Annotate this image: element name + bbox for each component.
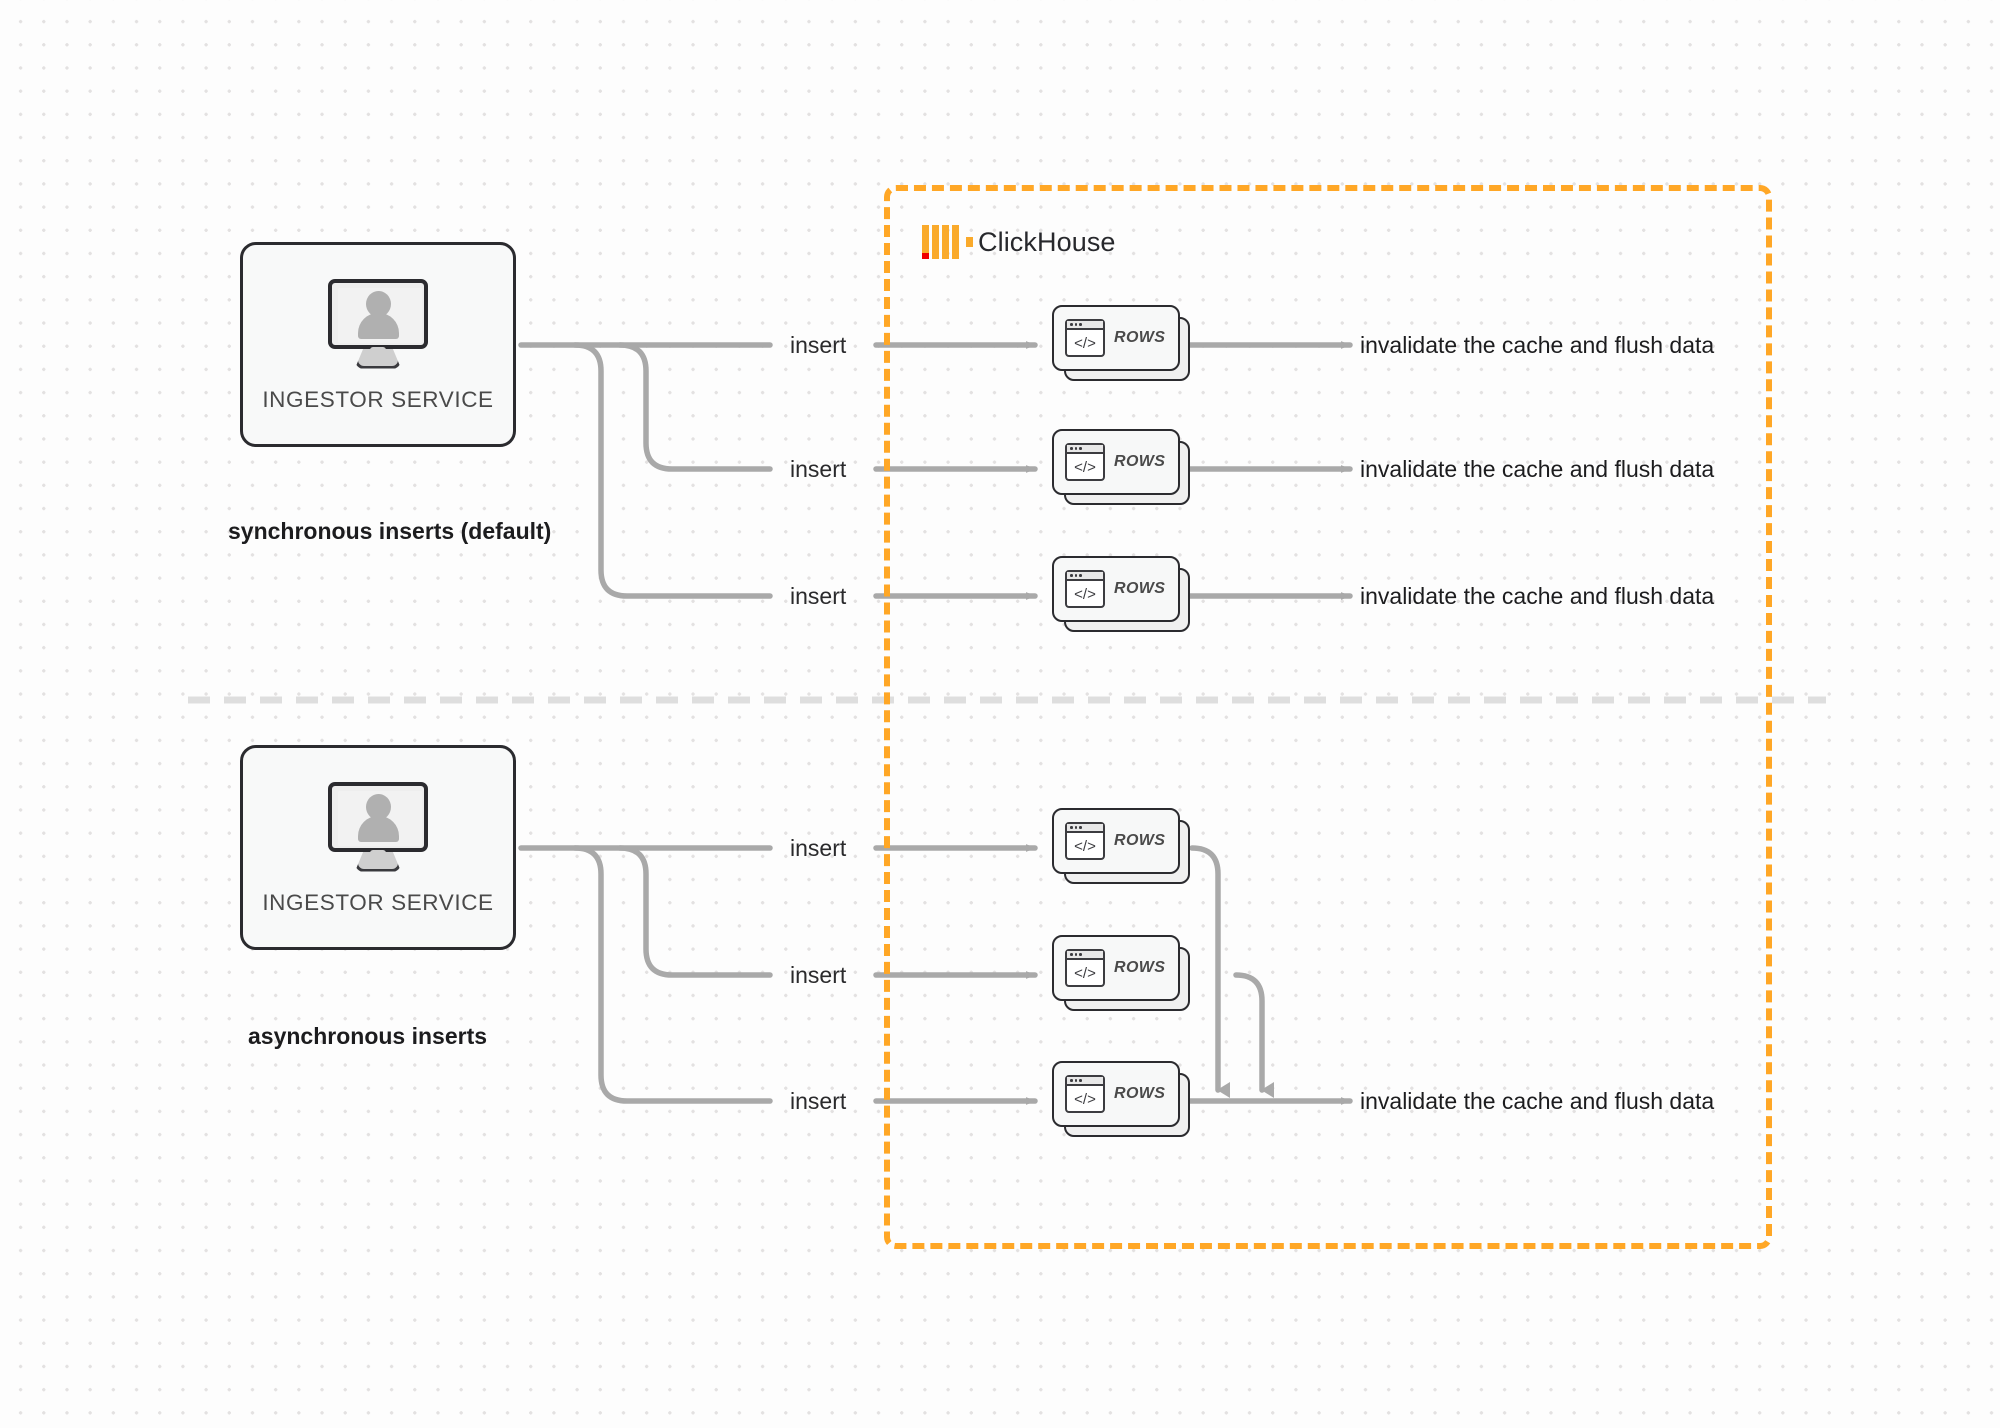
sync-result-label-2: invalidate the cache and flush data [1360,456,1715,482]
code-window-icon: </> [1065,822,1105,860]
async-merged-result-label: invalidate the cache and flush data [1360,1088,1715,1114]
sync-rows-card-3[interactable]: </> ROWS [1052,556,1192,636]
sync-rows-card-label-1: ROWS [1114,329,1166,346]
clickhouse-logo-icon [922,225,973,259]
code-window-icon: </> [1065,570,1105,608]
async-section-caption: asynchronous inserts [248,1023,488,1049]
sync-section-caption: synchronous inserts (default) [228,518,552,544]
sync-ingestor-service-label: INGESTOR SERVICE [262,386,494,412]
clickhouse-label: ClickHouse [978,226,1116,257]
sync-rows-card-label-2: ROWS [1114,453,1166,470]
async-rows-card-label-3: ROWS [1114,1085,1166,1102]
edge-async-fanout-bottom [572,845,773,1104]
code-window-icon: </> [1065,949,1105,987]
async-insert-label-2: insert [790,962,847,988]
async-insert-label-3: insert [790,1088,847,1114]
async-rows-card-1[interactable]: </> ROWS [1052,808,1192,888]
sync-rows-card-label-3: ROWS [1114,580,1166,597]
sync-insert-label-3: insert [790,583,847,609]
monitor-user-icon [328,278,428,369]
async-ingestor-service-label: INGESTOR SERVICE [262,889,494,915]
sync-result-label-3: invalidate the cache and flush data [1360,583,1715,609]
sync-insert-label-2: insert [790,456,847,482]
sync-result-label-1: invalidate the cache and flush data [1360,332,1715,358]
clickhouse-boundary [884,185,1772,1249]
sync-insert-label-1: insert [790,332,847,358]
async-rows-card-2[interactable]: </> ROWS [1052,935,1192,1015]
sync-rows-card-2[interactable]: </> ROWS [1052,429,1192,509]
async-rows-card-label-1: ROWS [1114,832,1166,849]
code-window-icon: </> [1065,319,1105,357]
async-rows-card-3[interactable]: </> ROWS [1052,1061,1192,1141]
edge-sync-fanout-middle [617,342,773,472]
async-insert-label-1: insert [790,835,847,861]
sync-ingestor-service-node[interactable]: INGESTOR SERVICE [240,242,516,447]
code-window-icon: </> [1065,443,1105,481]
async-rows-card-label-2: ROWS [1114,959,1166,976]
edge-async-fanout-middle [617,845,773,978]
async-ingestor-service-node[interactable]: INGESTOR SERVICE [240,745,516,950]
edge-sync-fanout-bottom [572,342,773,599]
monitor-user-icon [328,781,428,872]
code-window-icon: </> [1065,1075,1105,1113]
sync-rows-card-1[interactable]: </> ROWS [1052,305,1192,385]
clickhouse-brand: ClickHouse [922,225,1116,259]
